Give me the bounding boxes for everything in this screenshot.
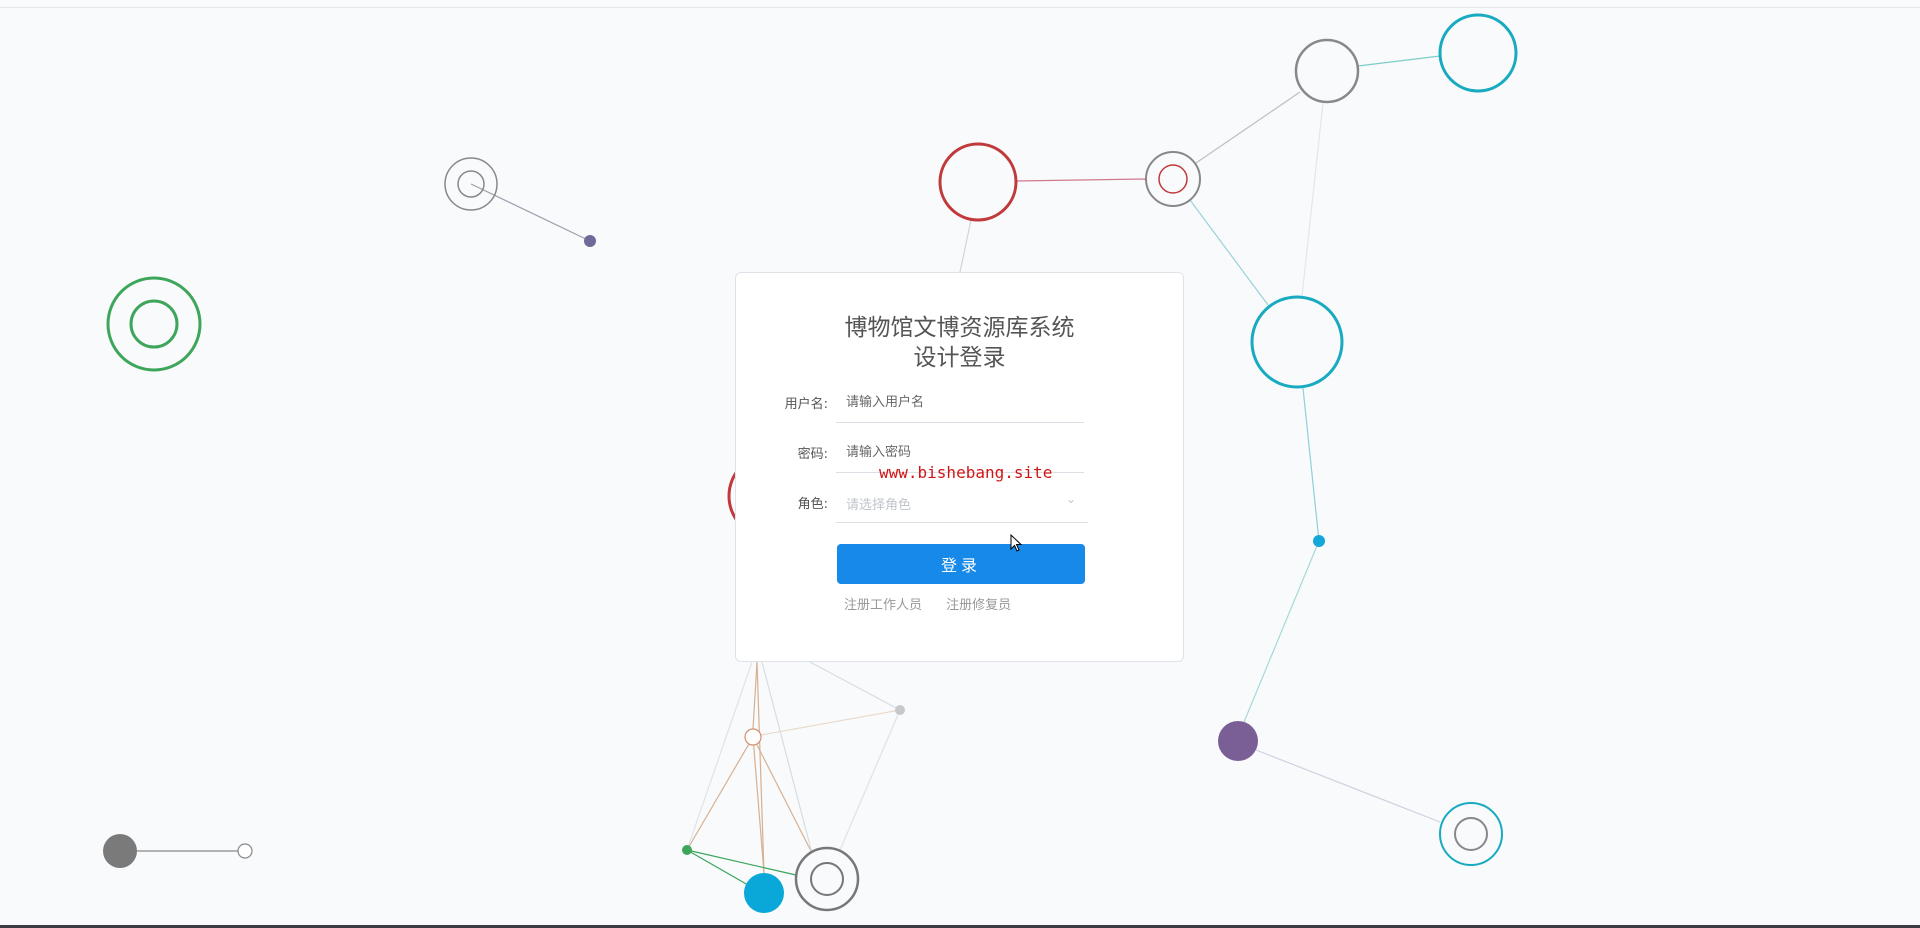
node (457, 170, 485, 198)
edge (839, 709, 901, 851)
bottom-border (0, 925, 1920, 928)
username-input[interactable] (836, 383, 1084, 423)
login-card: 博物馆文博资源库系统 设计登录 用户名: 密码: 角色: 请选择角色 ⌄ 登录 … (735, 272, 1184, 662)
register-restorer-link[interactable]: 注册修复员 (946, 598, 1012, 613)
password-row: 密码: (736, 433, 1183, 473)
edge (686, 736, 754, 851)
title-line-2: 设计登录 (913, 345, 1006, 371)
node (1313, 535, 1325, 547)
edge (686, 849, 749, 886)
password-input[interactable] (836, 433, 1084, 473)
role-select[interactable]: 请选择角色 ⌄ (836, 483, 1088, 523)
edge (686, 849, 797, 876)
node (810, 862, 844, 896)
watermark: www.bishebang.site (879, 463, 1053, 482)
node (1250, 295, 1344, 389)
node (938, 142, 1018, 222)
edge (1357, 55, 1441, 67)
node (794, 846, 860, 912)
node (744, 873, 784, 913)
role-placeholder: 请选择角色 (846, 498, 912, 513)
role-label: 角色: (797, 497, 828, 512)
node (103, 834, 137, 868)
password-label: 密码: (797, 447, 828, 462)
edge (959, 219, 972, 273)
edge (760, 709, 901, 736)
login-button[interactable]: 登录 (837, 544, 1085, 584)
node (1438, 13, 1518, 93)
title-line-1: 博物馆文博资源库系统 (844, 315, 1075, 341)
edge (470, 183, 591, 242)
role-row: 角色: 请选择角色 ⌄ (736, 483, 1183, 523)
edge (752, 661, 758, 730)
edge (809, 661, 901, 711)
edge (761, 661, 813, 854)
node (129, 299, 179, 349)
chevron-down-icon: ⌄ (1065, 492, 1076, 506)
username-label: 用户名: (784, 397, 828, 412)
node (1218, 721, 1258, 761)
node (584, 235, 596, 247)
register-links: 注册工作人员 注册修复员 (844, 594, 1031, 613)
node (1439, 802, 1503, 866)
edge (752, 736, 813, 854)
edge (1301, 102, 1324, 297)
node (444, 157, 498, 211)
node (682, 845, 692, 855)
node (1145, 151, 1201, 207)
node (106, 276, 202, 372)
login-title: 博物馆文博资源库系统 设计登录 (736, 313, 1183, 373)
edge (1195, 91, 1301, 164)
edge (1302, 387, 1320, 542)
node (1454, 817, 1488, 851)
register-staff-link[interactable]: 注册工作人员 (844, 598, 923, 613)
edge (1243, 540, 1320, 723)
node (1294, 38, 1360, 104)
edge (1255, 749, 1441, 823)
edge (686, 661, 753, 851)
edge (756, 661, 765, 874)
node (1158, 164, 1188, 194)
username-row: 用户名: (736, 383, 1183, 423)
top-border (0, 7, 1920, 8)
edge (1015, 178, 1147, 182)
node (744, 728, 762, 746)
edge (1189, 199, 1269, 306)
node (895, 705, 905, 715)
mouse-cursor-icon (1010, 534, 1023, 552)
edge (752, 736, 765, 874)
node (237, 843, 253, 859)
